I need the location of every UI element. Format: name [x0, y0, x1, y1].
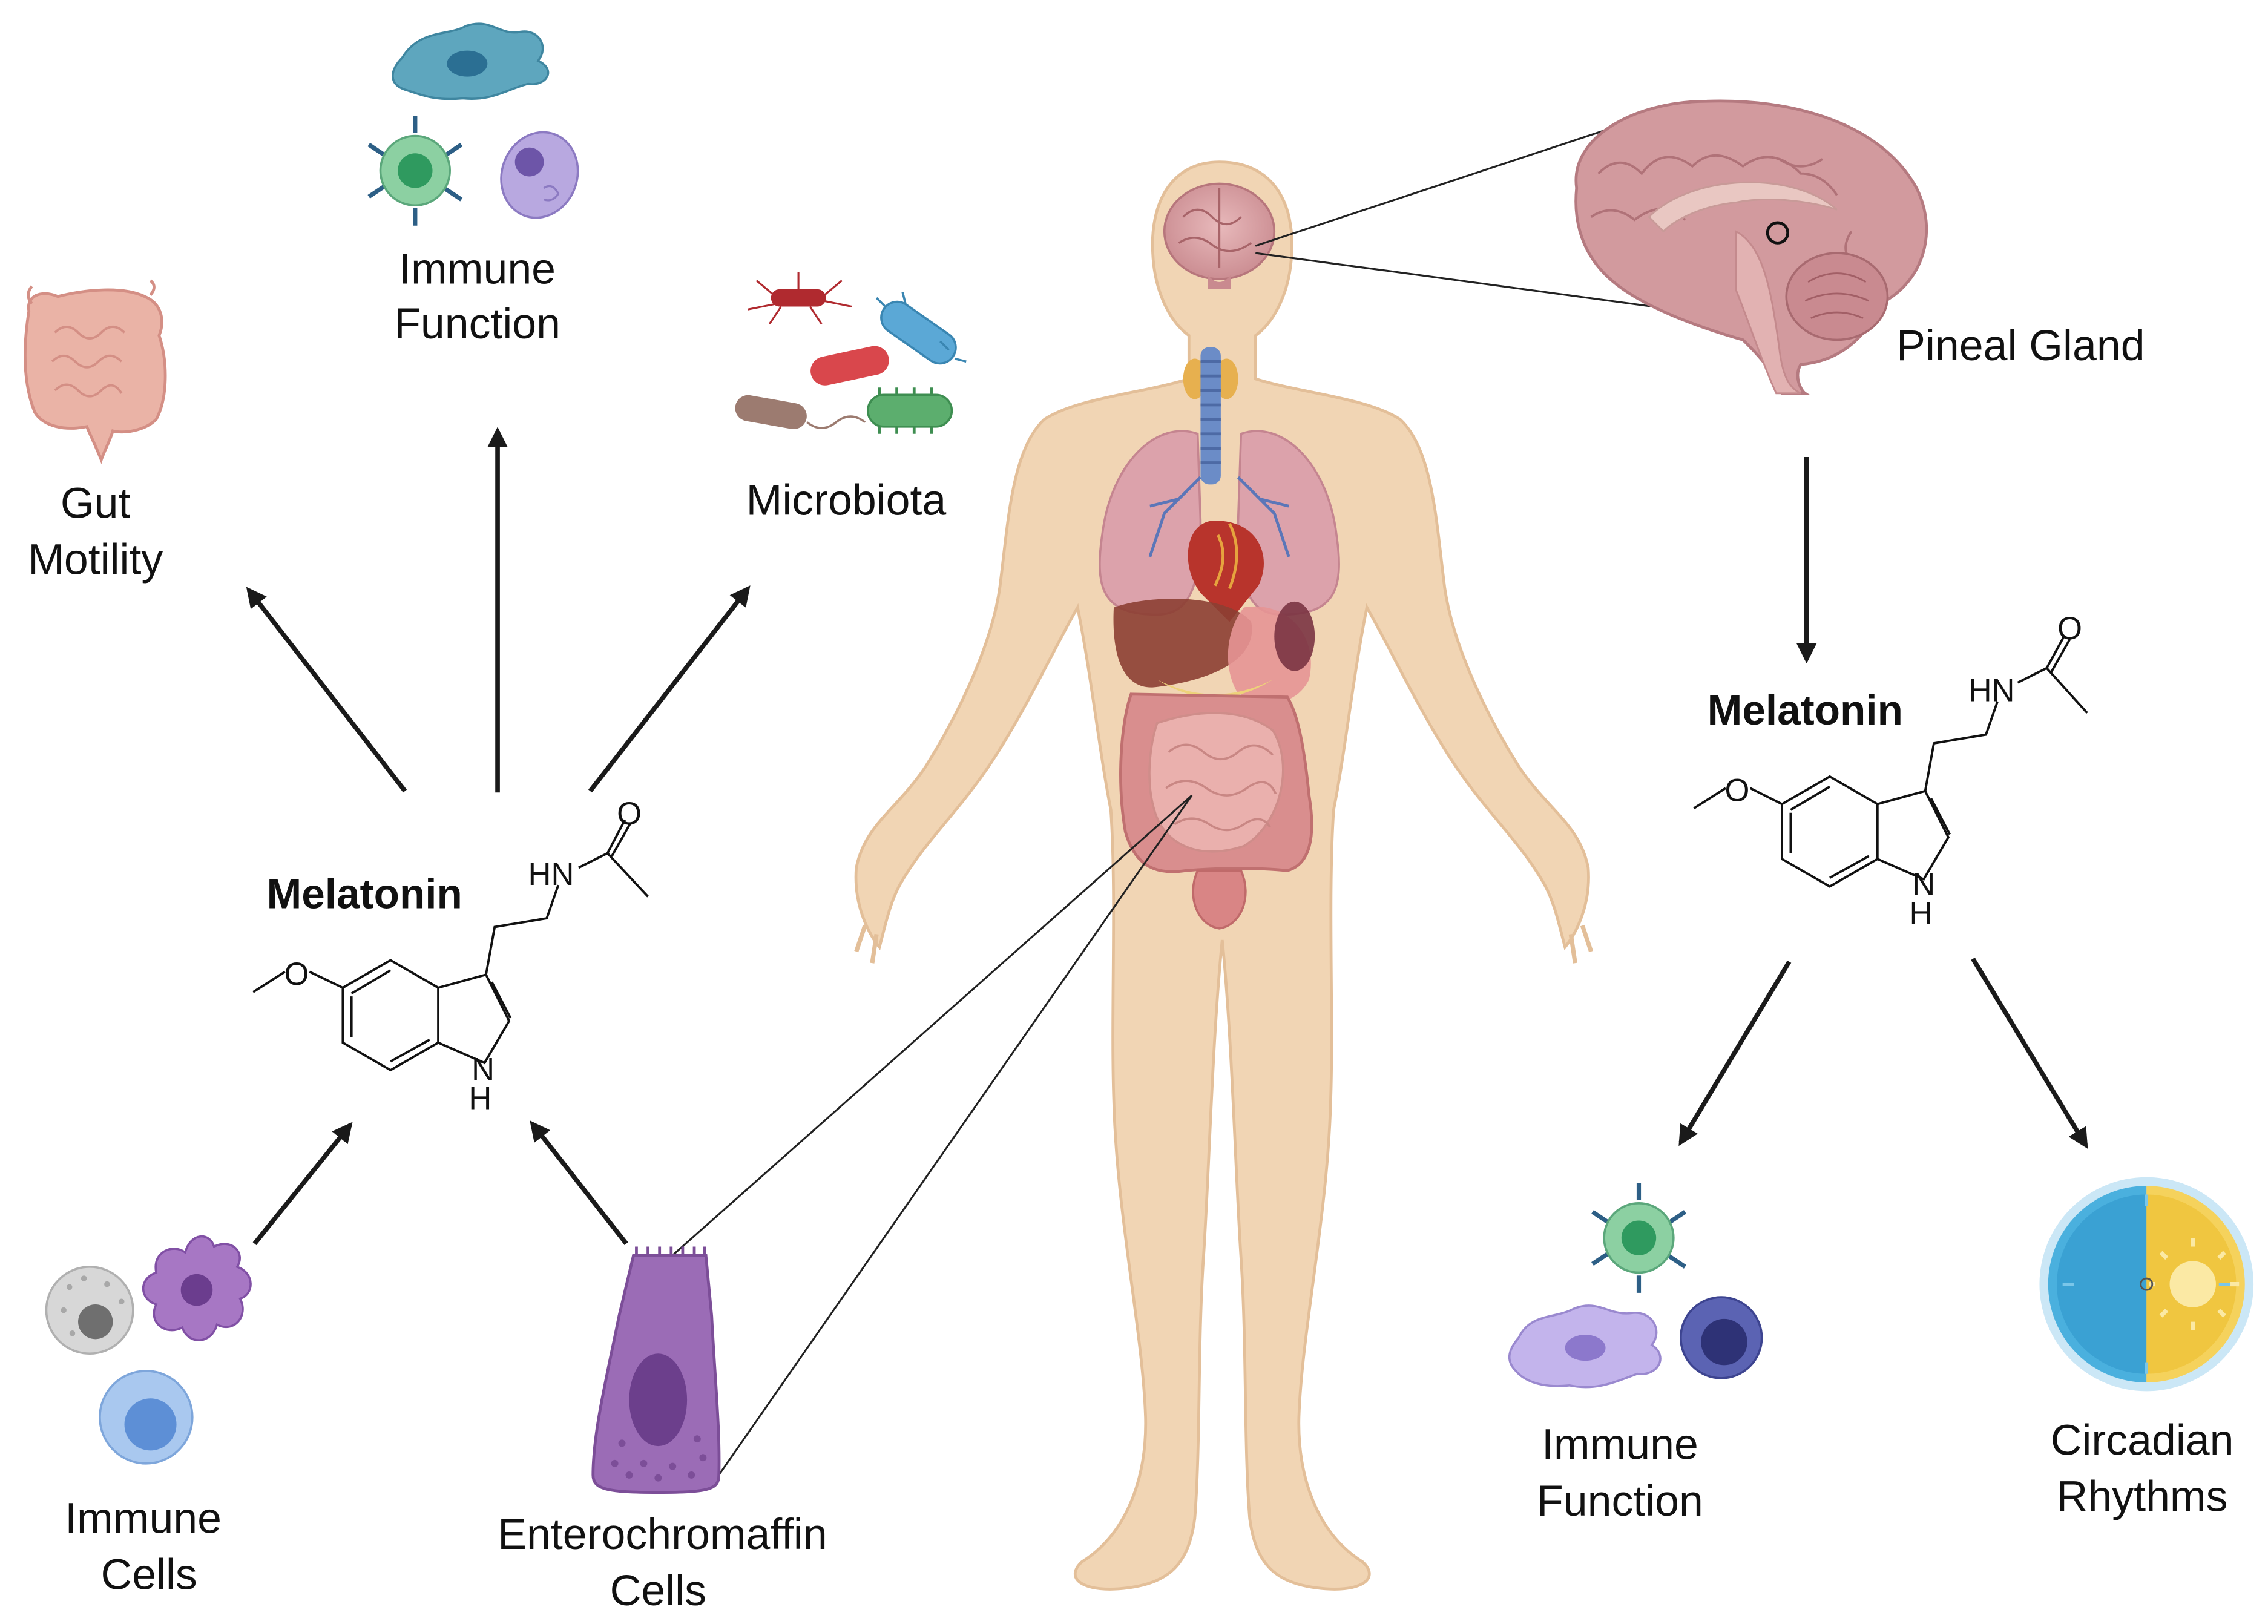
dendritic-cell-icon-right: [1508, 1304, 1662, 1389]
label-pineal-gland: Pineal Gland: [1896, 321, 2145, 370]
atom-oxygen-methoxy-left: O: [284, 956, 309, 992]
label-immune-function-top-2: Function: [394, 300, 560, 348]
pineal-gland-marker: [1766, 221, 1790, 245]
zoom-line-gut-bottom: [708, 795, 1193, 1490]
label-enterochromaffin-2: Cells: [610, 1566, 706, 1615]
human-body-figure: [854, 160, 1594, 1591]
atom-hn-right: HN: [1969, 673, 2015, 709]
brain-sagittal-illustration: [1574, 99, 1928, 395]
arrow-to-circadian-rhythms: [1971, 958, 2088, 1149]
arrow-to-immune-function-right: [1678, 960, 1792, 1146]
lymphocyte-icon: [99, 1370, 194, 1465]
atom-hydrogen-indole-right: H: [1910, 896, 1933, 932]
t-cell-icon-right: [1591, 1183, 1686, 1293]
label-gut-motility-1: Gut: [61, 479, 131, 527]
atom-oxygen-carbonyl-left: O: [617, 796, 642, 832]
label-circadian-rhythms-1: Circadian: [2051, 1416, 2234, 1464]
label-immune-cells-2: Cells: [100, 1551, 197, 1599]
b-cell-icon-right: [1680, 1296, 1763, 1379]
label-melatonin-right: Melatonin: [1708, 686, 1903, 734]
dendritic-cell-icon: [392, 22, 550, 100]
mast-cell-icon: [500, 131, 579, 219]
label-melatonin-left: Melatonin: [267, 870, 462, 917]
label-microbiota: Microbiota: [746, 476, 947, 525]
melatonin-molecule-left: [252, 819, 649, 1072]
atom-oxygen-carbonyl-right: O: [2057, 611, 2082, 646]
arrow-immune-cells-to-melatonin: [252, 1122, 353, 1246]
label-gut-motility-2: Motility: [28, 535, 163, 584]
arrow-to-microbiota: [588, 585, 751, 793]
label-immune-function-top-1: Immune: [399, 245, 556, 293]
arrow-ec-cells-to-melatonin: [530, 1120, 628, 1246]
bacteria-brown-icon: [735, 395, 866, 430]
zoom-line-gut-top: [672, 794, 1193, 1256]
zoom-line-brain-top: [1255, 122, 1628, 247]
macrophage-icon: [142, 1235, 252, 1341]
arrow-to-gut-motility: [246, 587, 407, 793]
neutrophil-icon: [45, 1266, 134, 1355]
bacteria-blue-icon: [875, 292, 967, 365]
zoom-line-brain-bottom: [1255, 252, 1686, 312]
label-circadian-rhythms-2: Rhythms: [2057, 1473, 2228, 1521]
bacteria-red-rod-icon: [810, 346, 889, 386]
atom-nitrogen-indole-left: N: [472, 1052, 495, 1088]
atom-oxygen-methoxy-right: O: [1725, 773, 1750, 809]
circadian-clock-icon: [2039, 1177, 2254, 1392]
t-cell-icon-top: [367, 116, 463, 226]
melatonin-molecule-right: [1693, 636, 2088, 888]
label-immune-function-right-1: Immune: [1542, 1421, 1698, 1469]
intestine-icon: [24, 279, 167, 464]
label-immune-cells-1: Immune: [65, 1494, 222, 1543]
atom-hn-left: HN: [528, 856, 574, 892]
label-immune-function-right-2: Function: [1537, 1477, 1703, 1525]
enterochromaffin-cell-icon: [591, 1246, 721, 1494]
atom-hydrogen-indole-left: H: [468, 1080, 491, 1116]
bacteria-red-small-icon: [748, 272, 852, 325]
bacteria-green-icon: [867, 387, 953, 434]
atom-nitrogen-indole-right: N: [1912, 867, 1935, 902]
label-enterochromaffin-1: Enterochromaffin: [498, 1510, 827, 1559]
